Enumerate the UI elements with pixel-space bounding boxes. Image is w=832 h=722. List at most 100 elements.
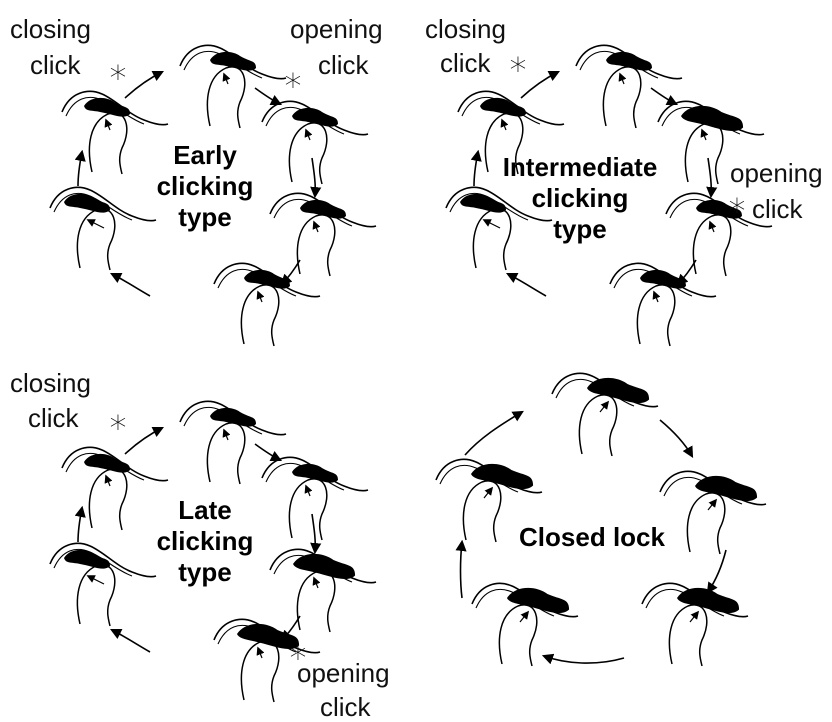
motion-arrow [599,400,610,413]
cycle-arrow [541,653,625,665]
joint-sketch [179,44,287,129]
cycle-arrow [124,426,165,455]
articular-disc [210,51,256,71]
title-line: clicking [156,171,254,201]
joint-sketch [213,262,321,347]
condyle-outline [692,214,732,277]
condyle-outline [88,112,128,175]
articular-disc [210,407,256,427]
motion-arrow [618,72,627,85]
motion-arrow [304,484,313,497]
joint-sketch [471,582,579,667]
closing-click-label-line1: closing [10,368,91,398]
motion-arrow [222,428,231,441]
opening-click-label-line1: opening [730,158,823,188]
cycle-arrow [310,513,322,555]
closing-click-label-line1: closing [425,14,506,44]
cycle-arrow [124,70,165,99]
motion-arrow [304,128,313,141]
condyle-outline [296,214,336,277]
motion-arrow [500,118,509,131]
cycle-arrow [676,259,697,286]
cycle-arrow [310,157,322,199]
articular-disc [292,463,338,483]
articular-disc [640,269,686,289]
articular-disc [681,105,744,132]
motion-arrow [652,290,661,303]
articular-disc [677,587,740,614]
motion-arrow [708,220,717,233]
title-line: type [553,214,607,244]
joint-sketch [179,400,287,485]
articular-disc [606,51,652,71]
opening-click-label-line2: click [318,50,369,80]
condyle-outline [686,492,726,555]
motion-arrow [519,610,530,623]
motion-arrow [312,220,321,233]
cycle-arrow [706,157,718,199]
joint-sketch [665,192,773,277]
articular-disc [696,199,742,219]
joint-sketch [61,90,169,175]
closing-click-asterisk: ∗ [507,45,529,83]
fossa-line [49,186,157,222]
joint-sketch [61,446,169,531]
motion-arrow [700,128,709,141]
joint-sketch [609,262,717,347]
closing-click-asterisk: ∗ [107,53,129,91]
joint-sketch [261,100,369,185]
condyle-outline [636,284,676,347]
fossa-line [49,542,157,578]
motion-arrow [483,486,494,499]
joint-sketch [435,458,543,543]
opening-click-label-line1: opening [297,658,390,688]
cycle-arrow [706,549,727,594]
condyle-outline [240,640,280,703]
articular-disc [695,475,758,502]
condyle-outline [288,478,328,541]
closing-click-label-line2: click [440,48,491,78]
title-line: Closed lock [519,522,665,552]
articular-disc [480,97,526,117]
condyle-outline [288,122,328,185]
opening-click-asterisk: ∗ [287,633,309,671]
motion-arrow [707,498,718,511]
condyle-outline [240,284,280,347]
articular-disc [237,623,300,650]
joint-sketch [269,192,377,277]
motion-arrow [104,474,113,487]
cycle-arrow [109,628,151,653]
condyle-outline [206,66,246,129]
condyle-outline [296,570,336,633]
cycle-arrow [74,149,86,187]
closing-click-label-line1: closing [10,14,91,44]
articular-disc [292,107,338,127]
articular-disc [587,377,650,404]
cycle-arrow [280,259,301,286]
motion-arrow [689,610,700,623]
condyle-outline [206,422,246,485]
closing-click-asterisk: ∗ [107,403,129,441]
articular-disc [84,453,130,473]
motion-arrow [256,646,265,659]
cycle-arrow [254,87,283,106]
cycle-arrow [280,615,301,642]
condyle-outline [684,122,724,185]
joint-sketch [457,90,565,175]
title-line: type [178,202,232,232]
motion-arrow [86,575,105,585]
panel-title-closed-lock: Closed lock [519,522,665,553]
cycle-arrow [650,87,679,106]
motion-arrow [104,118,113,131]
fossa-line [445,186,553,222]
articular-disc [84,97,130,117]
motion-arrow [482,219,501,229]
condyle-outline [578,394,618,457]
condyle-outline [668,604,708,667]
opening-click-label-line2: click [320,692,371,722]
articular-disc [244,269,290,289]
condyle-outline [76,208,116,271]
cycle-arrow [470,149,482,187]
